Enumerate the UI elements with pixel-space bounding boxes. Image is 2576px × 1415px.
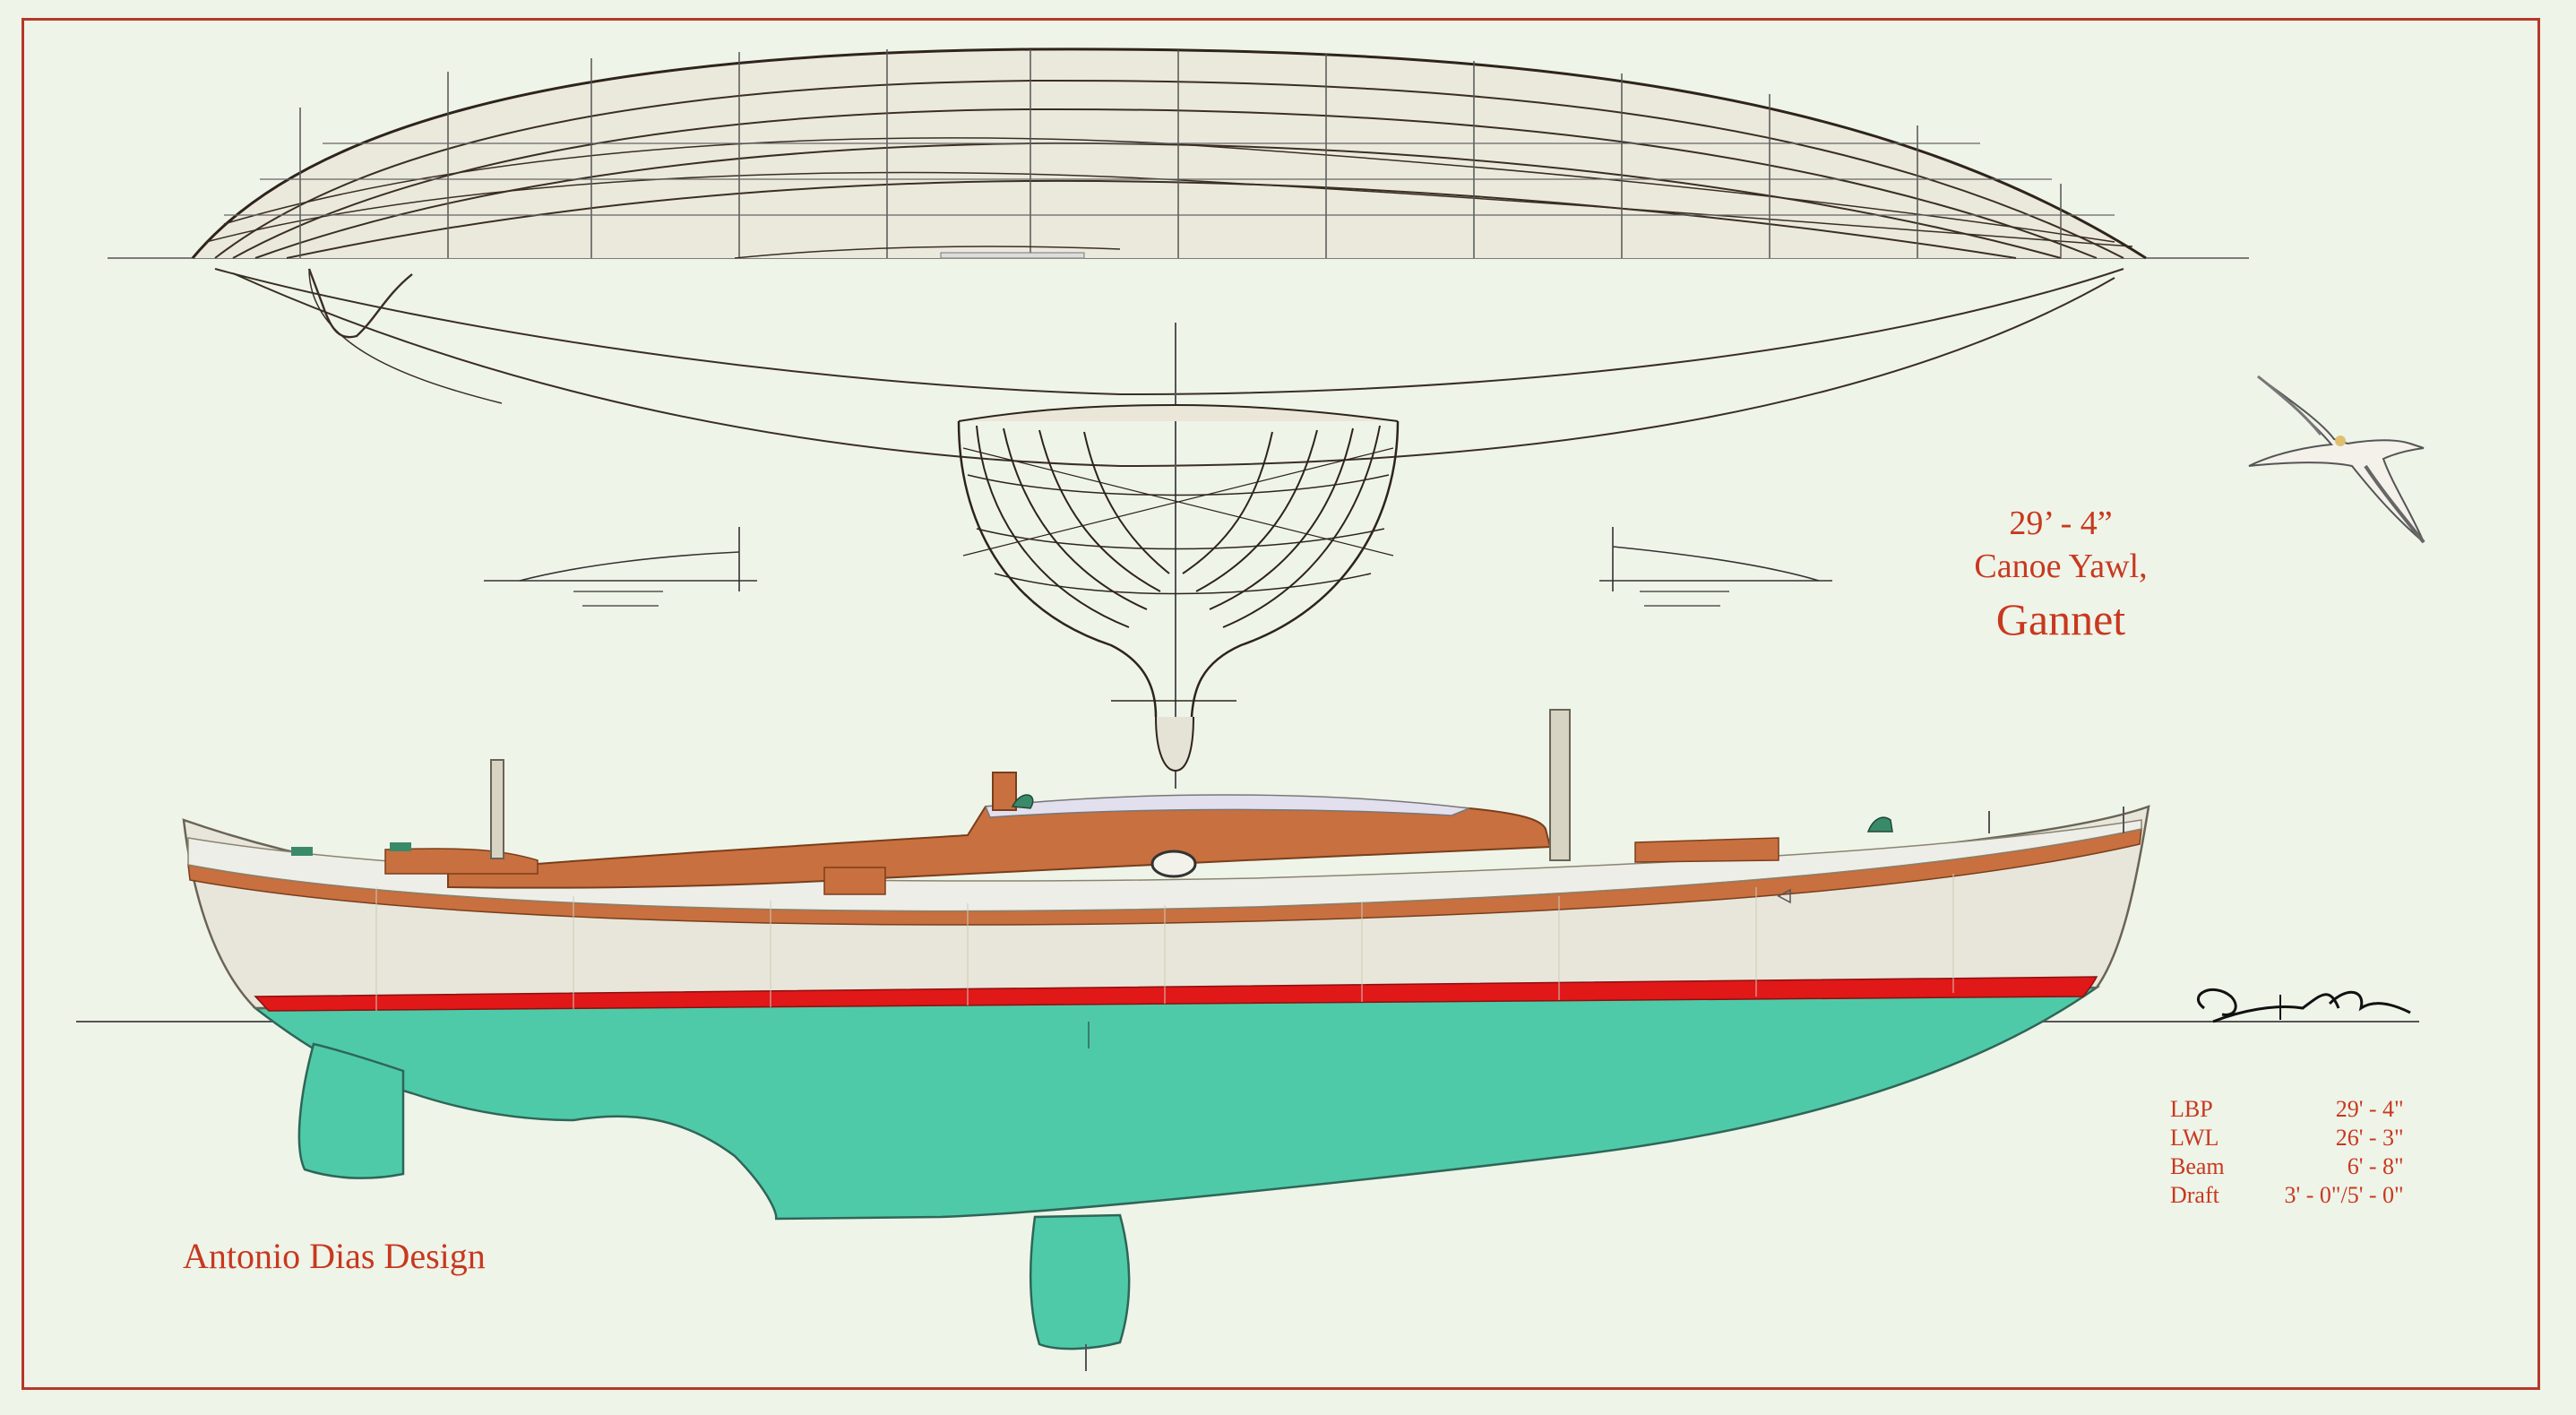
spec-label: Beam — [2170, 1153, 2225, 1179]
spec-row: LBP 29' - 4" — [2170, 1095, 2404, 1124]
specs-table: LBP 29' - 4" LWL 26' - 3" Beam 6' - 8" D… — [2170, 1095, 2404, 1210]
title-length: 29’ - 4” — [2009, 505, 2113, 542]
plan-view — [108, 47, 2249, 260]
spec-row: LWL 26' - 3" — [2170, 1124, 2404, 1152]
deck-camber-left — [484, 527, 757, 607]
signature-icon — [2197, 988, 2411, 1023]
title-block: 29’ - 4” Canoe Yawl, Gannet — [1900, 502, 2222, 651]
spec-label: LWL — [2170, 1125, 2219, 1151]
spec-row: Beam 6' - 8" — [2170, 1152, 2404, 1181]
gannet-bird-icon — [2248, 375, 2425, 544]
title-type: Canoe Yawl, — [1974, 548, 2148, 585]
title-name: Gannet — [1995, 594, 2126, 644]
sheet-border — [22, 18, 2540, 1390]
spec-row: Draft 3' - 0"/5' - 0" — [2170, 1181, 2404, 1210]
spec-value: 3' - 0"/5' - 0" — [2284, 1182, 2404, 1208]
spec-label: Draft — [2170, 1182, 2219, 1208]
spec-value: 6' - 8" — [2347, 1153, 2404, 1179]
spec-value: 26' - 3" — [2335, 1125, 2404, 1151]
deck-camber-right — [1599, 527, 1832, 607]
profile-lines — [214, 268, 2124, 468]
body-plan — [957, 323, 1400, 789]
spec-label: LBP — [2170, 1096, 2213, 1122]
colored-profile — [182, 709, 2150, 1371]
spec-value: 29' - 4" — [2335, 1096, 2404, 1122]
designer-credit: Antonio Dias Design — [183, 1236, 486, 1276]
